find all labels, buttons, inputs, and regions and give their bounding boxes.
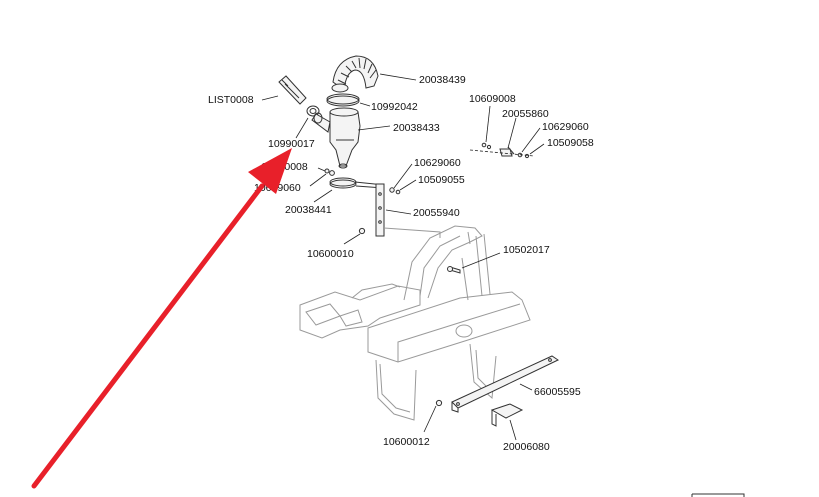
part-label: 10509058 <box>547 137 594 149</box>
part-label: 10600012 <box>383 436 430 448</box>
small-bracket-assembly <box>469 142 535 159</box>
part-label: 10629060 <box>542 121 589 133</box>
mounting-bracket-icon <box>375 183 441 238</box>
support-bar-icon <box>451 355 560 413</box>
band-clamp-icon <box>329 177 385 189</box>
tractor-frame <box>299 225 531 421</box>
nut-10600012-icon <box>435 399 443 407</box>
part-label: 20038441 <box>285 204 332 216</box>
part-label: 20055860 <box>502 108 549 120</box>
bolt-10502017-icon <box>447 266 461 274</box>
bottom-bracket-icon <box>490 403 524 427</box>
part-label: 10990017 <box>268 138 315 150</box>
small-clamp-icon <box>306 105 320 117</box>
part-label: 20055940 <box>413 207 460 219</box>
air-intake-body-icon <box>311 107 361 169</box>
corrugated-hose-icon <box>331 55 379 93</box>
part-label: 10992042 <box>371 101 418 113</box>
nut-10600010-icon <box>358 227 366 235</box>
part-label: 20006080 <box>503 441 550 453</box>
part-label: LIST0008 <box>208 94 254 106</box>
part-labels: 20038439 LIST0008 10992042 20038433 1099… <box>208 74 594 453</box>
short-hose-icon <box>278 75 307 105</box>
leader-lines <box>261 73 545 441</box>
red-pointer-arrow-icon <box>31 148 292 489</box>
part-label: 10629060 <box>414 157 461 169</box>
part-label: 10609008 <box>469 93 516 105</box>
hose-clamp-icon <box>326 93 360 107</box>
part-label: 10502017 <box>503 244 550 256</box>
part-label: 20038439 <box>419 74 466 86</box>
part-label: 10509055 <box>418 174 465 186</box>
small-fasteners-left <box>324 168 335 176</box>
part-label: 20038433 <box>393 122 440 134</box>
part-label: 10600010 <box>307 248 354 260</box>
bracket-fasteners <box>389 187 401 195</box>
part-label: 66005595 <box>534 386 581 398</box>
